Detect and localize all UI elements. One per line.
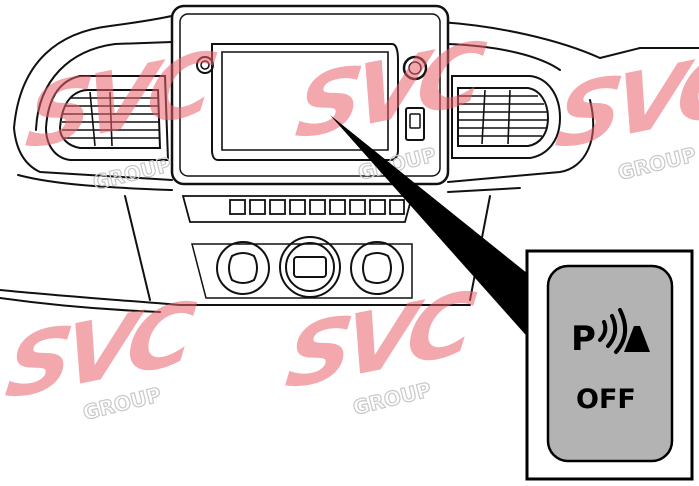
callout-box: P OFF [525, 249, 694, 481]
sensor-cone-icon [624, 326, 650, 352]
right-air-vent [451, 75, 562, 159]
parking-sensor-button [546, 264, 674, 463]
infotainment-screen [170, 4, 450, 186]
button-state-text: OFF [576, 384, 636, 415]
parking-sensor-icon [598, 308, 628, 354]
climate-control-panel [191, 236, 413, 299]
button-strip [181, 195, 414, 223]
button-symbol-letter: P [571, 319, 596, 359]
dashboard-outline [0, 13, 699, 313]
left-air-vent [44, 75, 170, 161]
callout-pointer [330, 115, 548, 360]
